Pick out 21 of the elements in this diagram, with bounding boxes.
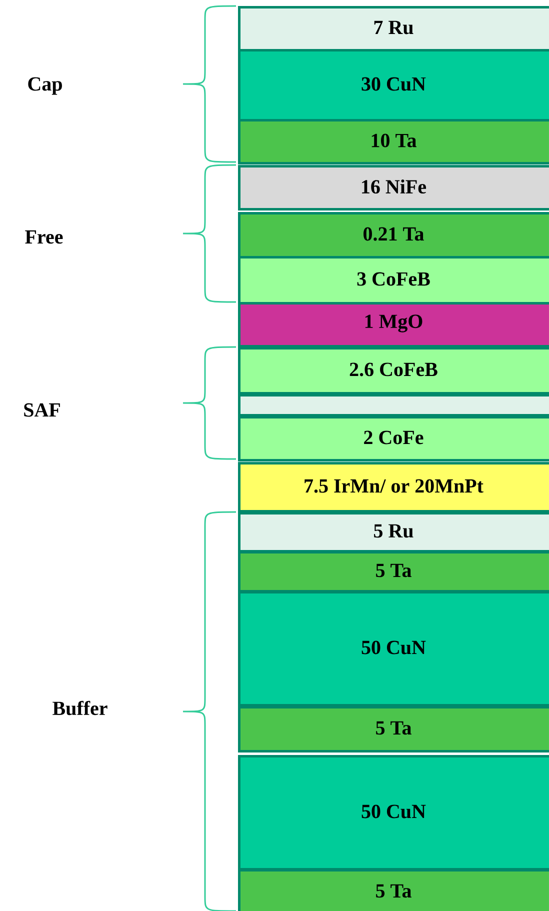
layer-box: 5 Ru <box>238 512 549 552</box>
layer-box: 5 Ta <box>238 551 549 592</box>
layer-box: 7.5 IrMn/ or 20MnPt <box>238 462 549 512</box>
group-label: Cap <box>28 77 62 95</box>
layer-box: 10 Ta <box>238 119 549 164</box>
layer-box: 5 Ta <box>238 706 549 752</box>
layer-box: 2.6 CoFeB <box>238 347 549 394</box>
group-label: Buffer <box>52 700 108 716</box>
layer-box: 7 Ru <box>238 6 549 52</box>
layer-box: 5 Ta <box>238 869 549 911</box>
group-label: SAF <box>24 403 60 417</box>
layer-box: 1 MgO <box>238 302 549 348</box>
layer-box: 30 CuN <box>238 49 549 122</box>
layer-box: 3 CoFeB <box>238 256 549 304</box>
layer-box: 50 CuN <box>238 591 549 706</box>
layer-box: 2 CoFe <box>238 416 549 462</box>
group-label: Free <box>25 230 63 244</box>
layer-box: 50 CuN <box>238 755 549 870</box>
layer-box <box>238 394 549 416</box>
layer-box: 16 NiFe <box>238 165 549 210</box>
layer-box: 0.21 Ta <box>238 212 549 258</box>
